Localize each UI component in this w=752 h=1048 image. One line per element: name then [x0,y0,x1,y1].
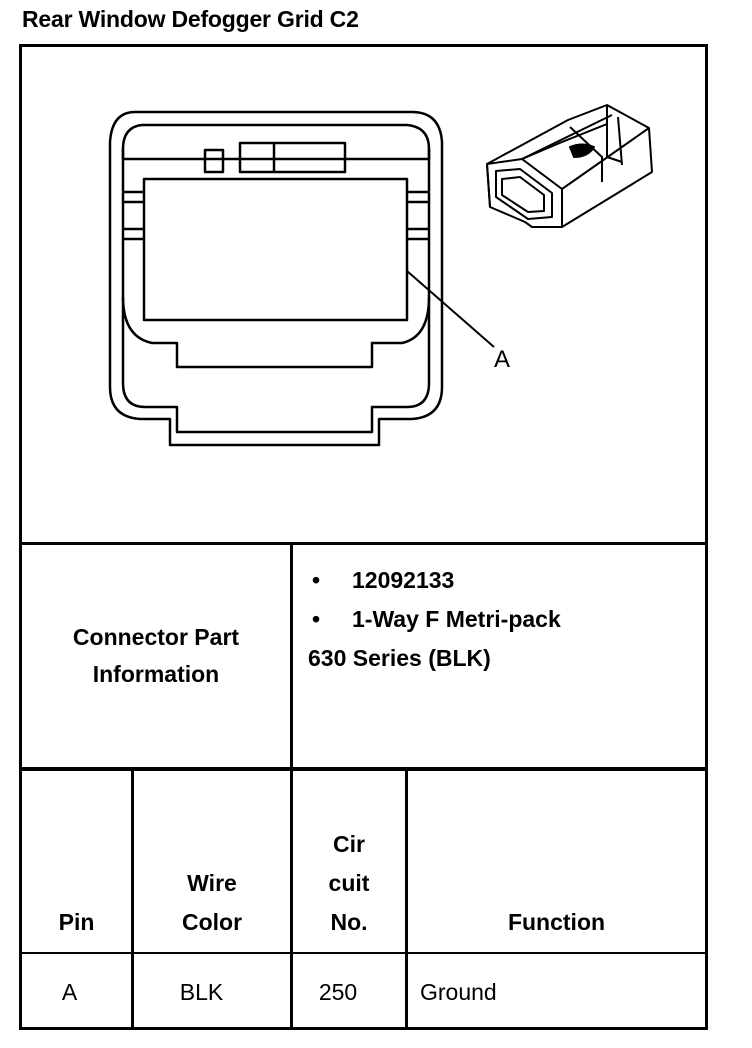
page-title: Rear Window Defogger Grid C2 [22,6,359,32]
divider [405,771,408,1027]
divider [22,767,705,771]
bullet-icon: • [312,606,321,632]
list-item: • 12092133 [308,561,561,600]
callout-leader-line [406,270,495,348]
connector-part-information-value: • 12092133 • 1-Way F Metri-pack 630 Seri… [308,561,561,678]
cell-pin: A [61,979,78,1005]
list-item: • 1-Way F Metri-pack [308,600,561,639]
connector-diagram: A [108,104,653,447]
connector-face-outline [108,110,444,447]
terminal-cavity [142,177,409,322]
divider [290,545,293,767]
connector-face-inner [121,123,431,434]
bullet-icon: • [312,567,321,593]
divider [290,771,293,1027]
column-header-wire-color: Wire Color [181,870,243,935]
column-header-circuit-number: Cir cuit No. [328,831,370,935]
callout-label: A [494,346,510,373]
cell-function: Ground [420,979,497,1005]
cell-circuit-number: 250 [318,979,358,1005]
connector-isometric-view [486,104,653,228]
divider [22,542,705,545]
connector-sheet: A Connector Part Information [19,44,708,1030]
series-text: 630 Series (BLK) [308,645,491,671]
cell-wire-color: BLK [179,979,224,1005]
column-header-function: Function [507,909,606,935]
divider [131,771,134,1027]
column-header-pin: Pin [58,909,95,935]
divider [22,952,705,954]
connector-part-information-label: Connector Part Information [72,624,240,687]
